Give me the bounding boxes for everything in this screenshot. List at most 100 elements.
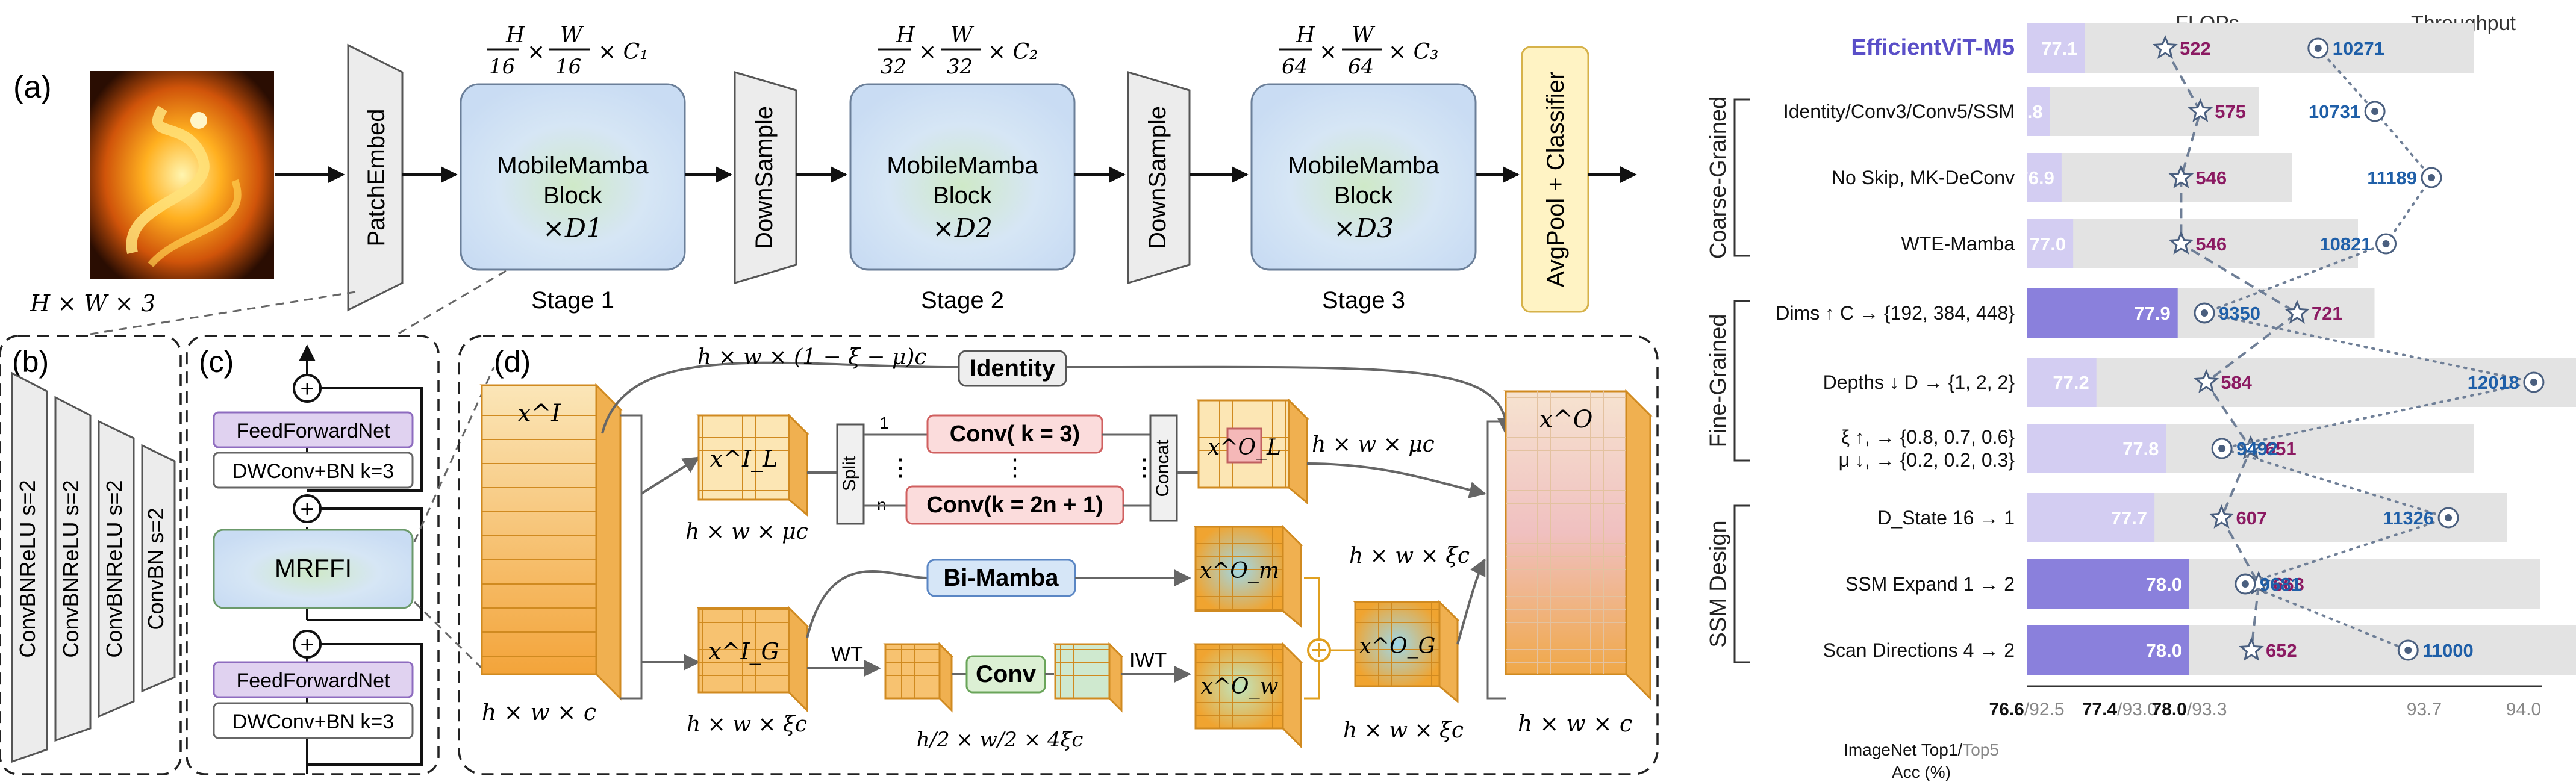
dwconv-top-label: DWConv+BN k=3 bbox=[232, 460, 394, 483]
x-axis-title: ImageNet Top1/Top5 bbox=[1844, 740, 1999, 759]
category-label: WTE-Mamba bbox=[1901, 233, 2015, 255]
panel-label-b: (b) bbox=[12, 345, 49, 379]
dwconv-bottom-label: DWConv+BN k=3 bbox=[232, 710, 394, 733]
mrffi-label: MRFFI bbox=[275, 554, 352, 582]
top1-bar bbox=[2027, 23, 2085, 73]
dim-global-out-label: h × w × ξc bbox=[1343, 718, 1464, 743]
panel-label-c: (c) bbox=[199, 345, 234, 379]
flops-value: 522 bbox=[2180, 38, 2211, 59]
throughput-value: 12018 bbox=[2468, 372, 2519, 393]
throughput-marker-dot bbox=[2530, 379, 2537, 386]
stage1-label: Stage 1 bbox=[531, 287, 614, 314]
flops-value: 651 bbox=[2265, 438, 2297, 459]
x-tick-label: 77.4/93.0 bbox=[2082, 700, 2157, 719]
top1-bar bbox=[2027, 219, 2074, 268]
wavelet-output-cube: x^O_w bbox=[1193, 642, 1303, 749]
x-tick-label: 78.0/93.3 bbox=[2151, 700, 2227, 719]
dwconv-top bbox=[213, 452, 414, 489]
zoom-line-c bbox=[397, 270, 507, 335]
stem-layer-3: ConvBNReLU s=2 bbox=[102, 480, 126, 657]
svg-text:W: W bbox=[950, 23, 975, 48]
svg-text:16: 16 bbox=[555, 55, 581, 79]
add-node-1 bbox=[293, 630, 322, 659]
xIG-label: x^I_G bbox=[708, 638, 779, 665]
flops-value: 546 bbox=[2195, 167, 2227, 188]
ablation-chart: FLOPsThroughputCoarse-GrainedFine-Graine… bbox=[1706, 12, 2576, 781]
panel-label-a: (a) bbox=[13, 70, 52, 105]
top1-bar bbox=[2027, 288, 2178, 338]
throughput-value: 10731 bbox=[2309, 101, 2360, 122]
flops-star-marker bbox=[2284, 300, 2310, 324]
throughput-value: 11189 bbox=[2367, 167, 2417, 188]
top1-value: 76.9 bbox=[2018, 167, 2054, 188]
top5-bar bbox=[2027, 358, 2576, 407]
top1-bar bbox=[2027, 559, 2189, 609]
x-tick-label: 94.0 bbox=[2506, 700, 2541, 719]
identity-box bbox=[958, 350, 1067, 387]
top1-value: 77.2 bbox=[2053, 372, 2089, 393]
top1-bar bbox=[2027, 625, 2189, 675]
category-label: Dims ↑ C → {192, 384, 448} bbox=[1776, 302, 2015, 324]
mamba-output-cube: x^O_m bbox=[1193, 524, 1303, 628]
identity-dim-label: h × w × (1 − ξ − μ)c bbox=[697, 345, 927, 370]
block-detail: + + + DWConv+BN k=3 FeedForwardNet MRFFI… bbox=[213, 344, 423, 774]
stage3-title: MobileMamba bbox=[1288, 152, 1439, 179]
patch-embed-label: PatchEmbed bbox=[363, 108, 390, 246]
stage1-title: MobileMamba bbox=[497, 152, 649, 179]
split-ellipsis: ⋮ bbox=[888, 455, 912, 481]
classifier-label: AvgPool + Classifier bbox=[1542, 72, 1569, 287]
group-bracket bbox=[1733, 98, 1750, 257]
xOL-label: x^O_L bbox=[1208, 435, 1281, 460]
zoom-line-d-bot bbox=[413, 601, 483, 669]
flops-star-marker bbox=[2194, 369, 2219, 393]
top1-bar bbox=[2027, 493, 2155, 542]
downsample-2-label: DownSample bbox=[1144, 106, 1171, 249]
svg-text:×: × bbox=[527, 40, 545, 64]
dim-local-out-label: h × w × μc bbox=[1312, 432, 1435, 457]
top5-bar bbox=[2027, 87, 2259, 136]
top1-value: 76.8 bbox=[2006, 101, 2042, 122]
stage3-depth: ×D3 bbox=[1333, 213, 1394, 244]
throughput-marker-dot bbox=[2241, 580, 2249, 588]
iwt-cube bbox=[1053, 642, 1124, 713]
downsample-2: DownSample bbox=[1127, 70, 1191, 285]
top5-bar bbox=[2027, 153, 2292, 202]
top1-value: 77.8 bbox=[2122, 438, 2159, 459]
flops-star-marker bbox=[2168, 231, 2194, 255]
xIL-label: x^I_L bbox=[710, 445, 778, 473]
x-axis-title-unit: Acc (%) bbox=[1892, 763, 1951, 781]
top5-bar bbox=[2027, 219, 2358, 268]
split-label: Split bbox=[840, 456, 859, 491]
flops-value: 584 bbox=[2221, 372, 2252, 393]
top1-bar bbox=[2027, 358, 2097, 407]
flops-value: 607 bbox=[2236, 507, 2268, 529]
add-node-3-sign: + bbox=[300, 376, 314, 402]
input-dim-label: H × W × 3 bbox=[30, 290, 155, 317]
svg-text:16: 16 bbox=[489, 55, 515, 79]
flops-value: 546 bbox=[2195, 234, 2227, 255]
category-label: μ ↓, → {0.2, 0.2, 0.3} bbox=[1839, 449, 2015, 471]
xO-label: x^O bbox=[1539, 406, 1593, 433]
zoom-line-d-top bbox=[413, 367, 495, 542]
panel-label-d: (d) bbox=[494, 345, 531, 379]
stem-layer-2: ConvBNReLU s=2 bbox=[58, 480, 83, 657]
throughput-value: 9492 bbox=[2236, 438, 2278, 459]
split-index-1: 1 bbox=[879, 414, 889, 432]
conv-kn-label: Conv(k = 2n + 1) bbox=[926, 492, 1103, 518]
stage2-depth: ×D2 bbox=[932, 213, 993, 244]
ffn-top-label: FeedForwardNet bbox=[236, 420, 390, 442]
category-label: SSM Expand 1 → 2 bbox=[1845, 573, 2015, 595]
svg-text:×: × bbox=[918, 40, 937, 64]
ffn-bottom-label: FeedForwardNet bbox=[236, 669, 390, 692]
downsample-1-label: DownSample bbox=[751, 106, 778, 249]
top1-value: 77.9 bbox=[2134, 303, 2170, 324]
add-node-3 bbox=[293, 374, 322, 403]
downsample-1: DownSample bbox=[734, 70, 797, 285]
svg-text:W: W bbox=[560, 23, 584, 48]
add-node-2-sign: + bbox=[300, 496, 314, 523]
throughput-marker-dot bbox=[2404, 647, 2412, 654]
dim-mamba-out-label: h × w × ξc bbox=[1349, 544, 1470, 568]
add-node-1-sign: + bbox=[300, 631, 314, 658]
top1-value: 77.1 bbox=[2041, 38, 2077, 59]
flops-value: 652 bbox=[2266, 640, 2297, 661]
